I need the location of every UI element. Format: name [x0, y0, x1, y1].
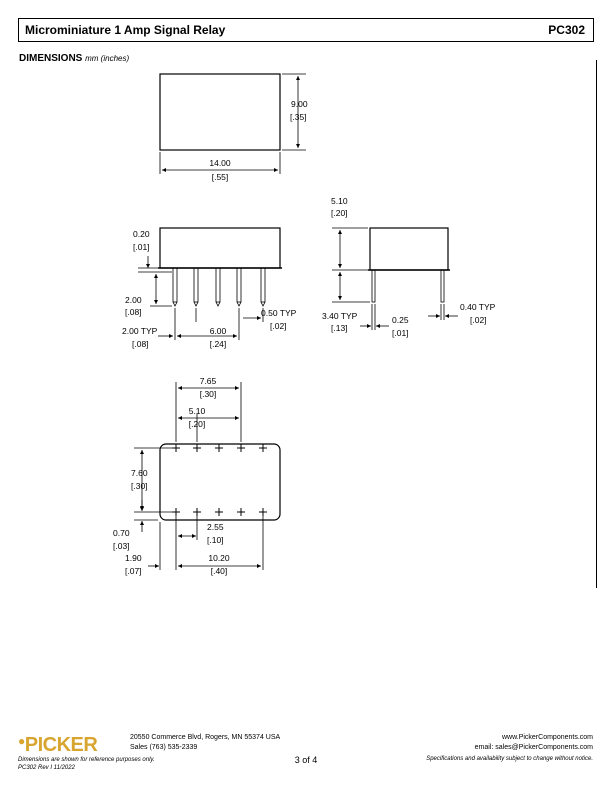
side-pitch-label: 6.00 [210, 326, 227, 336]
side-pin [172, 267, 178, 303]
end-pin-width-inch: [.02] [470, 315, 487, 325]
pcb-pitch-label: 2.55 [207, 522, 224, 532]
section-heading: DIMENSIONS mm (inches) [19, 53, 129, 64]
top-height-inch: [.35] [290, 112, 307, 122]
picker-logo: ●PICKER [18, 734, 98, 757]
pcb-total-label: 10.20 [208, 553, 230, 563]
reference-note: Dimensions are shown for reference purpo… [18, 756, 155, 772]
pcb-rows-inch: [.30] [131, 481, 148, 491]
pcb-pitch-inch: [.10] [207, 535, 224, 545]
contact-info: www.PickerComponents.com email: sales@Pi… [475, 733, 593, 753]
pcb-edge-inch: [.03] [113, 541, 130, 551]
side-gap-label: 0.20 [133, 229, 150, 239]
top-view: 9.00 [.35] 14.00 [.55] [159, 73, 308, 182]
logo-text: PICKER [24, 734, 98, 756]
end-height-label: 5.10 [331, 196, 348, 206]
pcb-inner-label: 5.10 [189, 406, 206, 416]
revision-line: PC302 Rev I 11/2022 [18, 765, 75, 771]
side-pin-typ-label: 2.00 TYP [122, 326, 158, 336]
end-pin [371, 269, 376, 303]
top-height-label: 9.00 [291, 99, 308, 109]
website-link[interactable]: www.PickerComponents.com [501, 734, 593, 741]
address-line: 20550 Commerce Blvd, Rogers, MN 55374 US… [130, 734, 281, 741]
end-pin-typ-inch: [.13] [331, 323, 348, 333]
pcb-rows-label: 7.60 [131, 468, 148, 478]
pcb-edge-label: 0.70 [113, 528, 130, 538]
end-height-inch: [.20] [331, 208, 348, 218]
company-address: 20550 Commerce Blvd, Rogers, MN 55374 US… [130, 733, 280, 753]
reference-note-line: Dimensions are shown for reference purpo… [18, 757, 155, 763]
side-view: 0.20 [.01] 2.00 [.08] 2.00 TYP [.08] 6.0… [122, 227, 297, 349]
pcb-total-inch: [.40] [211, 566, 228, 576]
side-pitch-inch: [.24] [210, 339, 227, 349]
side-pin-length-inch: [.08] [125, 307, 142, 317]
pcb-holes [172, 444, 267, 516]
pcb-offset-label: 1.90 [125, 553, 142, 563]
pcb-outline [159, 443, 281, 521]
sales-phone: Sales (763) 535-2339 [130, 744, 198, 751]
top-width-inch: [.55] [212, 172, 229, 182]
dimension-drawing: 9.00 [.35] 14.00 [.55] 0.20 [. [113, 73, 496, 576]
page-header: Microminiature 1 Amp Signal Relay PC302 [18, 18, 594, 42]
pcb-layout-view: 7.65 [.30] 5.10 [.20] 7.60 [.30] 0.70 [.… [113, 376, 281, 576]
pcb-span-label: 7.65 [200, 376, 217, 386]
side-pin [215, 267, 221, 303]
end-pin-width-label: 0.40 TYP [460, 302, 496, 312]
section-unit: mm (inches) [85, 54, 130, 63]
page-number: 3 of 4 [294, 755, 318, 765]
pcb-offset-inch: [.07] [125, 566, 142, 576]
email-link[interactable]: email: sales@PickerComponents.com [474, 744, 593, 751]
side-pin-width-inch: [.02] [270, 321, 287, 331]
page-footer: ●PICKER 20550 Commerce Blvd, Rogers, MN … [0, 728, 612, 792]
right-margin-rule [596, 60, 597, 588]
pcb-inner-inch: [.20] [189, 419, 206, 429]
relay-side-outline [159, 227, 281, 269]
end-thickness-label: 0.25 [392, 315, 409, 325]
end-view: 5.10 [.20] 3.40 TYP [.13] 0.25 [.01] 0.4… [322, 196, 496, 338]
spec-notice: Specifications and availability subject … [426, 756, 593, 762]
side-pin-width-label: 0.50 TYP [261, 308, 297, 318]
top-width-label: 14.00 [209, 158, 231, 168]
end-thickness-inch: [.01] [392, 328, 409, 338]
relay-end-outline [369, 227, 449, 271]
end-pin-typ-label: 3.40 TYP [322, 311, 358, 321]
side-gap-inch: [.01] [133, 242, 150, 252]
end-pin [440, 269, 445, 303]
side-pin-typ-inch: [.08] [132, 339, 149, 349]
side-pin [236, 267, 242, 303]
side-pin [193, 267, 199, 303]
side-pin-length-label: 2.00 [125, 295, 142, 305]
section-title: DIMENSIONS [19, 53, 83, 64]
pcb-span-inch: [.30] [200, 389, 217, 399]
relay-top-outline [159, 73, 281, 151]
document-title: Microminiature 1 Amp Signal Relay [25, 23, 226, 37]
logo-mark-icon: ● [18, 734, 25, 748]
side-pin [260, 267, 266, 303]
part-number: PC302 [548, 23, 585, 37]
